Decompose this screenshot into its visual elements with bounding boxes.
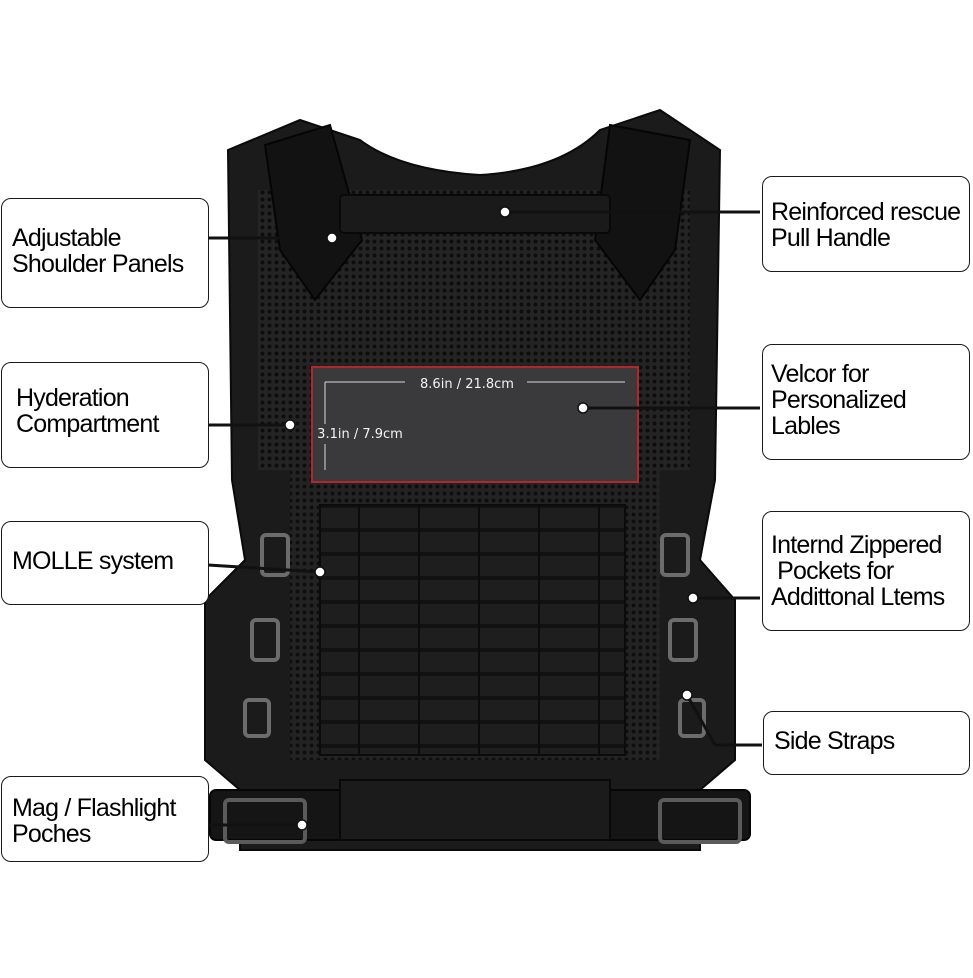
callout-text: Pull Handle (771, 224, 891, 252)
callout-hydration: Hyderation Compartment (1, 362, 209, 468)
callout-text: Poches (12, 820, 91, 848)
callout-text: Personalized (771, 386, 907, 414)
callout-pull-handle: Reinforced rescue Pull Handle (762, 176, 970, 272)
patch-height-label: 3.1in / 7.9cm (317, 427, 403, 442)
callout-shoulder-panels: Adjustable Shoulder Panels (1, 198, 209, 308)
callout-side-straps: Side Straps (763, 711, 970, 775)
callout-text: Compartment (16, 410, 159, 438)
pull-handle (339, 194, 611, 234)
callout-text: Shoulder Panels (12, 250, 184, 278)
callout-zippered-pockets: Internd Zippered Pockets for Addittonal … (762, 511, 970, 631)
callout-text: Addittonal Ltems (771, 583, 945, 611)
callout-text: Lables (771, 412, 841, 440)
leader-dots (284, 206, 699, 831)
callout-text: Velcor for (771, 360, 869, 388)
velcro-patch: 8.6in / 21.8cm 3.1in / 7.9cm (311, 366, 639, 483)
leader-lines (207, 210, 762, 827)
callout-text: Mag / Flashlight (12, 794, 176, 822)
callout-text: Adjustable (12, 224, 122, 252)
callout-text: Pockets for (771, 557, 894, 585)
waist-belt (209, 779, 751, 844)
callout-molle: MOLLE system (1, 521, 209, 605)
molle-webbing (319, 504, 626, 756)
callout-text: MOLLE system (12, 547, 174, 575)
side-buckles (243, 533, 706, 738)
patch-width-label: 8.6in / 21.8cm (420, 377, 514, 392)
callout-text: Reinforced rescue (771, 198, 961, 226)
callout-text: Side Straps (774, 727, 895, 755)
callout-mag-pouches: Mag / Flashlight Poches (1, 776, 209, 862)
callout-text: Hyderation (16, 384, 130, 412)
callout-text: Internd Zippered (771, 531, 942, 559)
callout-velcro: Velcor for Personalized Lables (762, 344, 970, 460)
